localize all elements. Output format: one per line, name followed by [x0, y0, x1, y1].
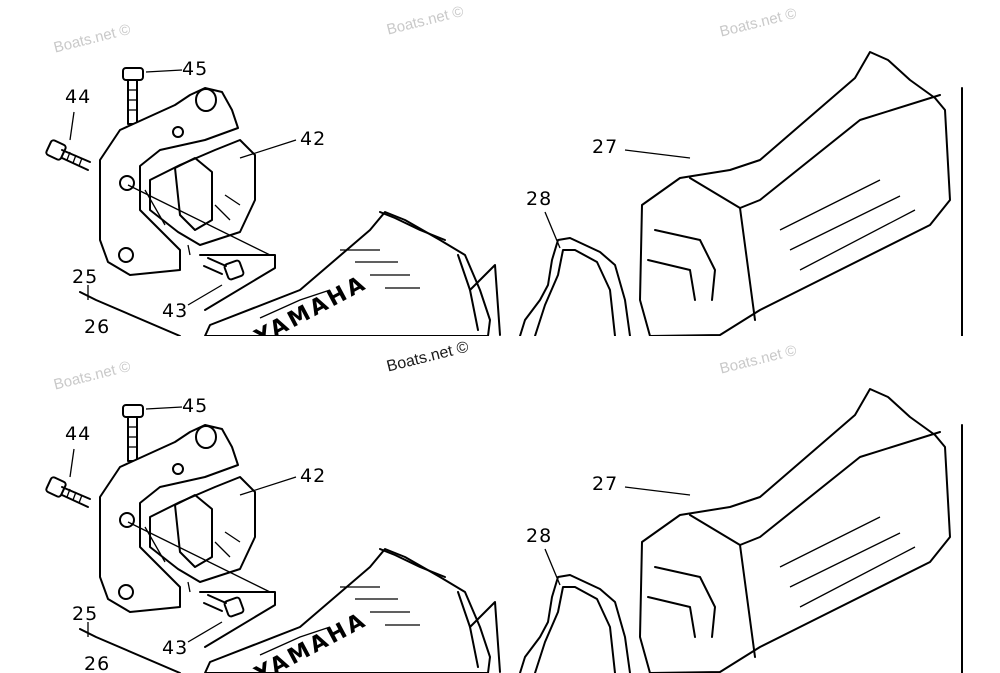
bolt-44-shape: [45, 139, 91, 171]
muffler-27-shape: [639, 51, 963, 336]
engine-block-shape: [204, 548, 501, 673]
gasket-25-26-shape: [79, 591, 276, 673]
bolt-45-shape: [122, 404, 144, 462]
callout-25: 25: [72, 266, 99, 288]
gasket-28-shape: [519, 237, 631, 336]
exhaust-manifold-drawing: [45, 388, 963, 673]
callout-27: 27: [592, 136, 619, 158]
callout-43: 43: [162, 300, 189, 322]
callout-45: 45: [182, 58, 209, 80]
callout-44: 44: [65, 86, 92, 108]
leader-lines: [69, 69, 691, 306]
callout-26: 26: [84, 653, 111, 673]
bolt-44-shape: [45, 476, 91, 508]
callout-45: 45: [182, 395, 209, 417]
callout-42: 42: [300, 465, 327, 487]
muffler-27-shape: [639, 388, 963, 673]
callout-27: 27: [592, 473, 619, 495]
callout-26: 26: [84, 316, 111, 337]
bolt-45-shape: [122, 67, 144, 125]
callout-44: 44: [65, 423, 92, 445]
diagram-panel-bottom: 45 44 42 25 43 26 27 28 YAMAHA Boats.net…: [0, 337, 1000, 673]
gasket-25-26-shape: [79, 254, 276, 336]
callout-25: 25: [72, 603, 99, 625]
leader-lines: [69, 406, 691, 643]
callout-43: 43: [162, 637, 189, 659]
exhaust-manifold-drawing: [45, 51, 963, 336]
bolt-43-shape: [187, 244, 245, 281]
callout-42: 42: [300, 128, 327, 150]
diagram-panel-top: 45 44 42 25 43 26 27 28 YAMAHA Boats.net…: [0, 0, 1000, 336]
engine-block-shape: [204, 211, 501, 336]
manifold-flange-plate: [99, 424, 271, 613]
gasket-28-shape: [519, 574, 631, 673]
bolt-43-shape: [187, 581, 245, 618]
callout-28: 28: [526, 525, 553, 547]
callout-28: 28: [526, 188, 553, 210]
manifold-flange-plate: [99, 87, 271, 276]
